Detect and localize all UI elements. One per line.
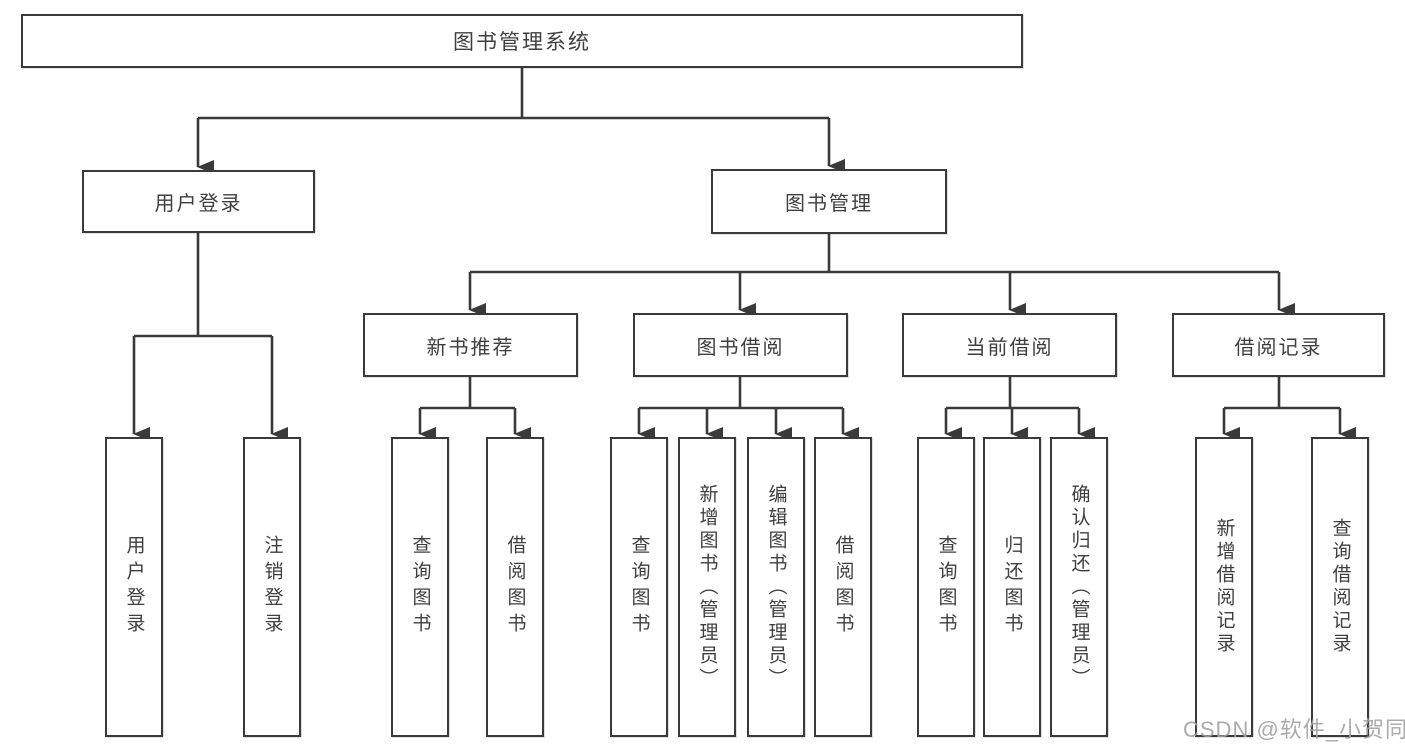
node-borrow-records: 借阅记录 [1172,313,1385,377]
node-user-login: 用户登录 [82,170,315,233]
leaf-query-books-current-label: 查询图书 [935,535,957,639]
leaf-edit-books-admin: 编辑图书（管理员） [747,437,805,737]
leaf-confirm-return-admin-label: 确认归还（管理员） [1068,483,1090,691]
leaf-user-login: 用户登录 [105,437,163,737]
leaf-query-books-borrow: 查询图书 [610,437,668,737]
leaf-user-login-label: 用户登录 [123,535,145,639]
leaf-logout: 注销登录 [243,437,301,737]
leaf-confirm-return-admin: 确认归还（管理员） [1050,437,1108,737]
leaf-return-books-label: 归还图书 [1001,535,1023,639]
leaf-add-books-admin: 新增图书（管理员） [678,437,736,737]
leaf-query-borrow-record: 查询借阅记录 [1311,437,1369,737]
node-current-borrow-label: 当前借阅 [965,336,1054,359]
node-book-management: 图书管理 [711,169,947,234]
watermark: CSDN @软件_小贺同学 [1183,717,1405,742]
node-root-label: 图书管理系统 [453,31,591,54]
leaf-borrow-books: 借阅图书 [814,437,872,737]
node-borrow-records-label: 借阅记录 [1234,336,1323,359]
leaf-borrow-books-recommend-label: 借阅图书 [504,535,526,639]
leaf-query-books-recommend-label: 查询图书 [409,535,431,639]
node-new-book-recommend-label: 新书推荐 [426,336,515,359]
leaf-add-borrow-record: 新增借阅记录 [1195,437,1253,737]
node-root-system: 图书管理系统 [21,14,1023,68]
leaf-logout-label: 注销登录 [261,535,283,639]
leaf-add-borrow-record-label: 新增借阅记录 [1213,518,1235,656]
leaf-borrow-books-recommend: 借阅图书 [486,437,544,737]
node-book-borrow-label: 图书借阅 [696,336,785,359]
leaf-edit-books-admin-label: 编辑图书（管理员） [765,483,787,691]
leaf-query-borrow-record-label: 查询借阅记录 [1329,518,1351,656]
node-book-borrow: 图书借阅 [633,313,848,377]
leaf-query-books-borrow-label: 查询图书 [628,535,650,639]
node-book-management-label: 图书管理 [785,193,873,215]
leaf-query-books-recommend: 查询图书 [391,437,449,737]
node-current-borrow: 当前借阅 [902,313,1117,377]
leaf-add-books-admin-label: 新增图书（管理员） [696,483,718,691]
leaf-query-books-current: 查询图书 [917,437,975,737]
node-new-book-recommend: 新书推荐 [363,313,578,377]
leaf-return-books: 归还图书 [983,437,1041,737]
leaf-borrow-books-label: 借阅图书 [832,535,854,639]
node-user-login-label: 用户登录 [154,193,243,215]
